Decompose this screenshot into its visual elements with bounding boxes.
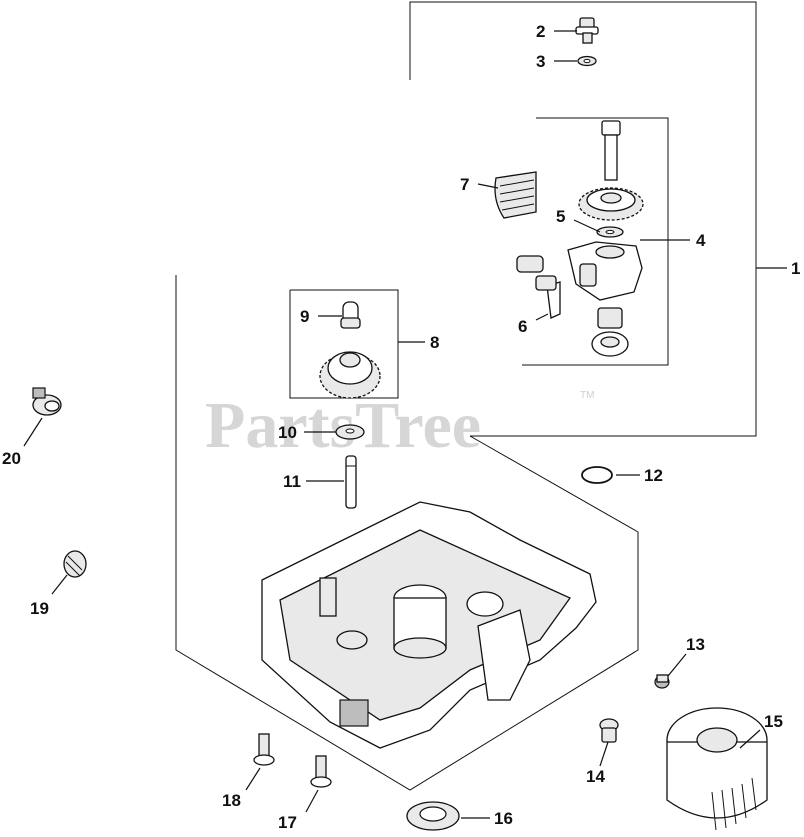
- watermark-trademark: TM: [580, 390, 594, 401]
- part-6-pickup-tube: [516, 255, 561, 319]
- part-4-oil-pump: [567, 120, 644, 357]
- part-2-bolt: [575, 17, 599, 44]
- part-17-bolt: [310, 755, 332, 788]
- leader-lines: [23, 30, 787, 819]
- part-12-o-ring: [581, 466, 613, 484]
- part-20-breather: [32, 387, 62, 416]
- callout-11: 11: [283, 472, 301, 491]
- callout-labels: 1 2 3 4 5 6 7 8 9 10 11 12 13 14 15 16 1…: [2, 22, 800, 832]
- callout-5: 5: [556, 207, 565, 226]
- callout-7: 7: [460, 175, 469, 194]
- callout-10: 10: [278, 423, 297, 442]
- part-5-washer: [596, 226, 624, 238]
- callout-15: 15: [764, 712, 783, 731]
- part-16-oil-seal: [406, 801, 460, 831]
- part-19-fitting: [63, 550, 87, 578]
- callout-3: 3: [536, 52, 545, 71]
- callout-18: 18: [222, 791, 241, 810]
- part-8-gear: [319, 351, 381, 399]
- closure-plate: [261, 501, 597, 749]
- part-11-shaft: [345, 455, 357, 509]
- callout-17: 17: [278, 813, 297, 832]
- part-15-oil-filter: [666, 707, 768, 831]
- callout-4: 4: [696, 231, 706, 250]
- part-14-plug: [599, 718, 619, 743]
- callout-12: 12: [644, 466, 663, 485]
- callout-9: 9: [300, 307, 309, 326]
- callout-1: 1: [791, 259, 800, 278]
- callout-19: 19: [30, 599, 49, 618]
- part-18-bolt: [253, 733, 275, 766]
- watermark: PartsTree TM: [205, 389, 594, 462]
- callout-2: 2: [536, 22, 545, 41]
- part-3-washer: [577, 55, 597, 67]
- callout-8: 8: [430, 333, 439, 352]
- part-10-spacer: [335, 424, 365, 440]
- subassembly-bracket-4: [522, 117, 669, 366]
- callout-20: 20: [2, 449, 21, 468]
- callout-13: 13: [686, 635, 705, 654]
- callout-6: 6: [518, 317, 527, 336]
- callout-14: 14: [586, 767, 605, 786]
- part-9-pin: [340, 301, 361, 329]
- subassembly-bracket-8: [289, 289, 399, 399]
- part-13-plug: [654, 674, 670, 689]
- assembly-outline: [175, 1, 757, 791]
- part-7-screen: [494, 171, 537, 219]
- callout-16: 16: [494, 809, 513, 828]
